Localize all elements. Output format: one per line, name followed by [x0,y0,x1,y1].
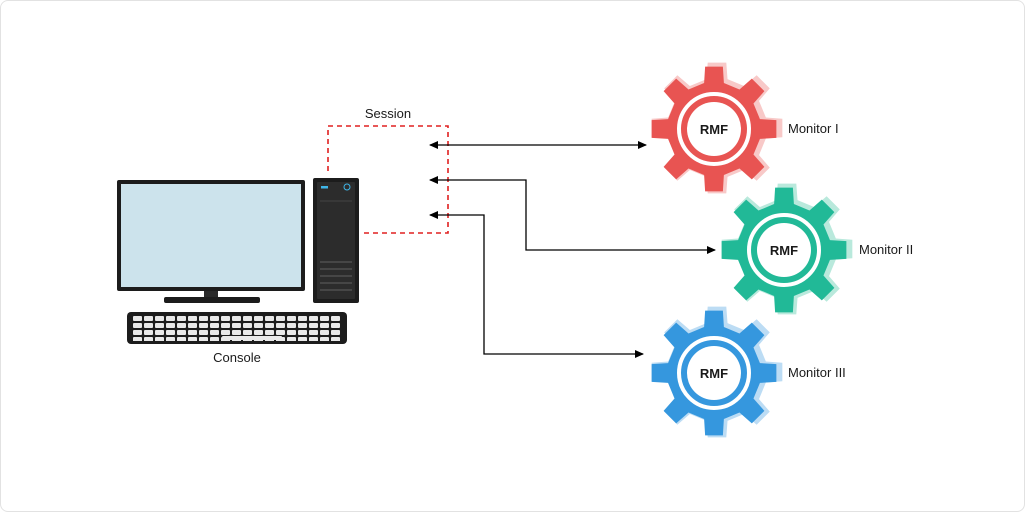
monitor-3-badge: RMF [700,366,728,381]
monitor-2-gear: RMF [721,183,853,315]
monitor-1-label: Monitor I [788,121,839,136]
monitor-3-label: Monitor III [788,365,846,380]
console-label: Console [213,350,261,365]
architecture-diagram: Console Session RMF Monitor I RMF Monito… [117,62,913,438]
monitor-display [117,180,305,303]
monitor-2-badge: RMF [770,243,798,258]
monitor-3-gear: RMF [651,306,783,438]
monitor-2-label: Monitor II [859,242,913,257]
monitor-screen [121,184,301,287]
arrow-monitor-3 [429,211,644,358]
connections [429,141,716,358]
console-computer: Console [117,178,359,365]
keyboard [127,312,347,344]
monitor-1-gear: RMF [651,62,783,194]
pc-tower [313,178,359,303]
monitor-1-badge: RMF [700,122,728,137]
session-box: Session [327,106,449,234]
session-label: Session [365,106,411,121]
